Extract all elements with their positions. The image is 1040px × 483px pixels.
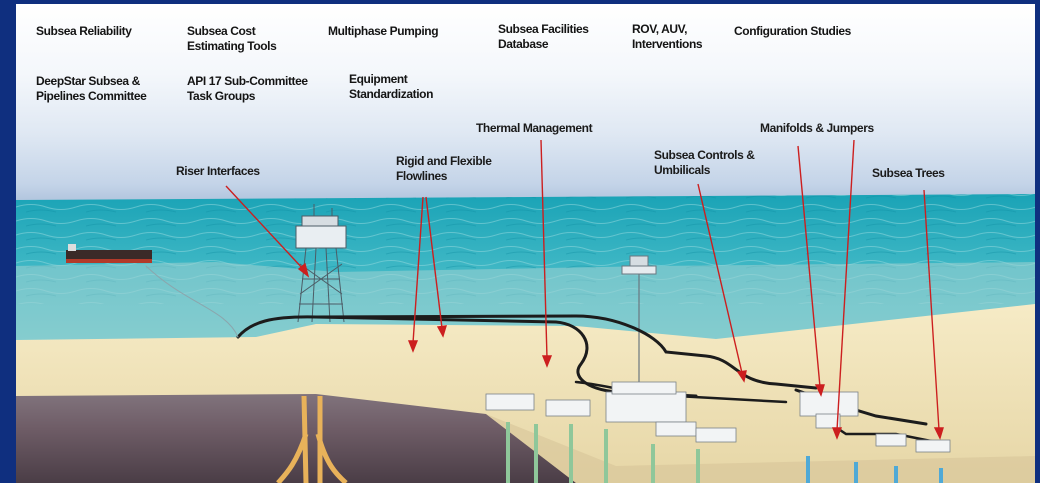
topic-subsea-reliability: Subsea Reliability — [36, 24, 132, 38]
subsea-templates — [485, 381, 951, 453]
topic-configuration-studies: Configuration Studies — [734, 24, 851, 38]
subsea-field-illustration — [16, 139, 1035, 483]
floating-unit — [621, 255, 657, 399]
seabed — [16, 304, 1035, 483]
wells-blue — [806, 456, 943, 483]
callout-subsea-controls-umbilicals: Subsea Controls &Umbilicals — [654, 148, 755, 177]
callout-riser-interfaces: Riser Interfaces — [176, 164, 260, 178]
callout-arrows — [225, 139, 944, 440]
wells-green — [506, 422, 700, 483]
shallow-water — [16, 262, 1035, 349]
fixed-platform — [295, 204, 347, 323]
callout-thermal-management: Thermal Management — [476, 121, 593, 135]
riser-root — [276, 395, 348, 483]
topic-rov-auv-interventions: ROV, AUV,Interventions — [632, 22, 703, 51]
callout-manifolds-jumpers: Manifolds & Jumpers — [760, 121, 874, 135]
tanker-ship — [66, 244, 152, 263]
topic-multiphase-pumping: Multiphase Pumping — [328, 24, 439, 38]
seabed-edge — [486, 414, 1035, 483]
topic-deepstar-committee: DeepStar Subsea &Pipelines Committee — [36, 74, 147, 103]
callout-subsea-trees: Subsea Trees — [872, 166, 945, 180]
